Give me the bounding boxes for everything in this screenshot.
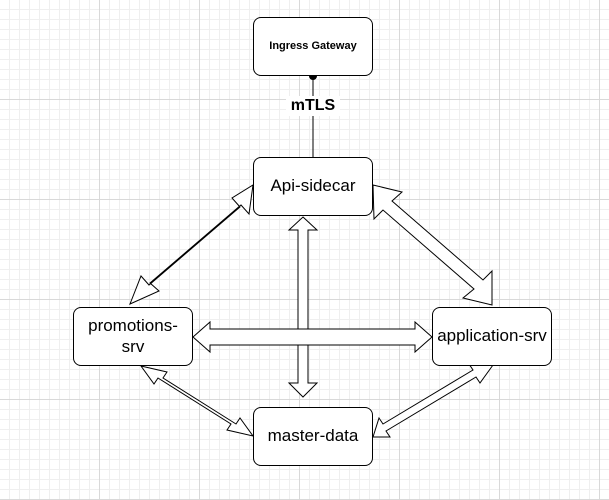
application-srv-node[interactable]: application-srv: [432, 307, 552, 366]
api-application-arrow[interactable]: [372, 184, 493, 306]
application-srv-label: application-srv: [437, 326, 547, 346]
master-data-node[interactable]: master-data: [253, 407, 373, 466]
mtls-label: mTLS: [286, 96, 340, 116]
application-master-arrow[interactable]: [372, 363, 494, 438]
promotions-application-arrow[interactable]: [192, 320, 433, 354]
api-master-arrow[interactable]: [287, 216, 319, 398]
api-sidecar-label: Api-sidecar: [270, 176, 356, 196]
promotions-srv-node[interactable]: promotions-srv: [73, 307, 193, 366]
api-promotions-arrow[interactable]: [129, 184, 254, 305]
promotions-master-arrow[interactable]: [139, 365, 255, 437]
promotions-srv-label: promotions-srv: [88, 316, 178, 356]
master-data-label: master-data: [267, 426, 359, 446]
ingress-gateway-node[interactable]: Ingress Gateway: [253, 17, 373, 76]
api-sidecar-node[interactable]: Api-sidecar: [253, 157, 373, 216]
ingress-gateway-label: Ingress Gateway: [269, 39, 357, 52]
